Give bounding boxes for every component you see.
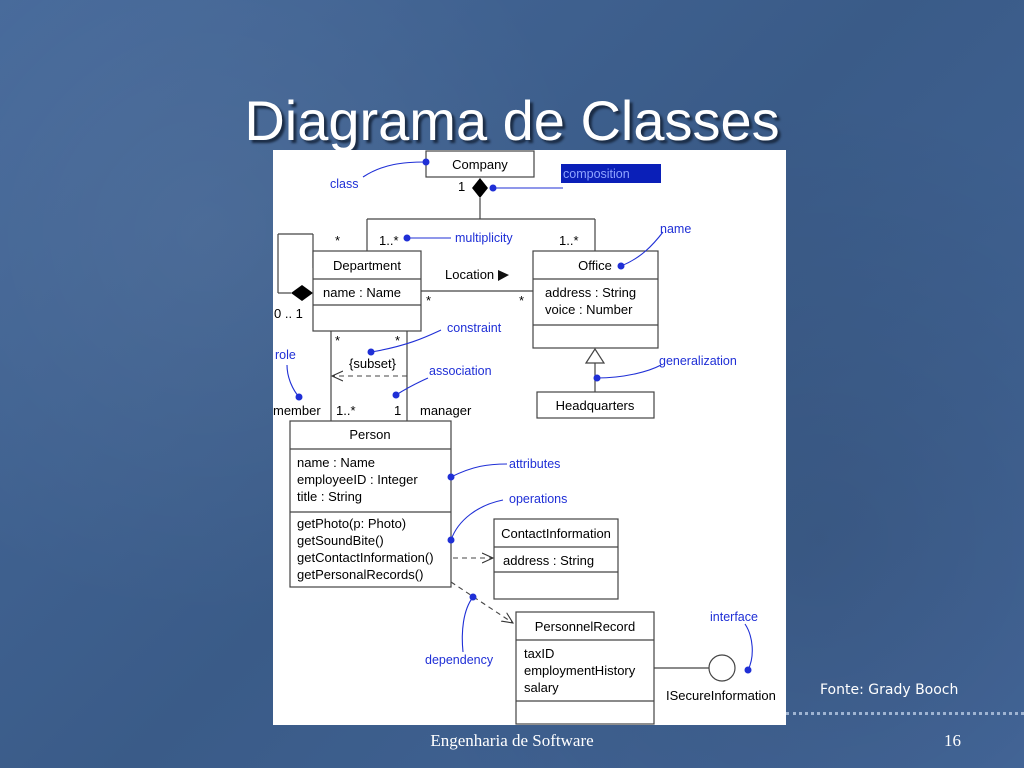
footer-course-name: Engenharia de Software <box>430 731 594 750</box>
note-association: association <box>429 364 492 378</box>
class-headquarters-name: Headquarters <box>556 398 635 413</box>
composition-note-highlight <box>561 164 661 183</box>
class-person-attribute: title : String <box>297 489 362 504</box>
multiplicity-company-one: 1 <box>458 179 465 194</box>
class-company-name: Company <box>452 157 508 172</box>
uml-class-diagram: Company Department name : Name Office ad… <box>273 150 786 725</box>
class-person-operation: getPhoto(p: Photo) <box>297 516 406 531</box>
note-multiplicity: multiplicity <box>455 231 513 245</box>
note-class: class <box>330 177 358 191</box>
note-constraint: constraint <box>447 321 502 335</box>
multiplicity-person-manager: 1 <box>394 403 401 418</box>
multiplicity-office-location: * <box>519 293 524 308</box>
class-person-operation: getSoundBite() <box>297 533 384 548</box>
class-person-attribute: employeeID : Integer <box>297 472 418 487</box>
class-person-name: Person <box>349 427 390 442</box>
role-label-member: member <box>273 403 321 418</box>
class-person-operation: getContactInformation() <box>297 550 434 565</box>
class-person: Person name : Name employeeID : Integer … <box>289 420 452 588</box>
footer-divider <box>786 712 1024 715</box>
constraint-subset: {subset} <box>349 356 397 371</box>
interface-name: ISecureInformation <box>666 688 776 703</box>
class-contact-information-attribute: address : String <box>503 553 594 568</box>
multiplicity-dept-self-many: * <box>335 233 340 248</box>
note-attributes: attributes <box>509 457 560 471</box>
note-composition: composition <box>563 167 630 181</box>
note-name: name <box>660 222 691 236</box>
class-department: Department name : Name <box>312 250 422 332</box>
class-company: Company <box>425 150 535 178</box>
multiplicity-person-member: 1..* <box>336 403 356 418</box>
note-operations: operations <box>509 492 567 506</box>
generalization-triangle-icon <box>584 347 606 364</box>
class-headquarters: Headquarters <box>536 391 655 419</box>
class-contact-information-name: ContactInformation <box>501 526 611 541</box>
multiplicity-dept-manager: * <box>395 333 400 348</box>
composition-diamond-department <box>291 285 313 301</box>
multiplicity-dept-member: * <box>335 333 340 348</box>
class-department-name: Department <box>333 258 401 273</box>
multiplicity-dept-location: * <box>426 293 431 308</box>
class-personnel-record-attribute: employmentHistory <box>524 663 636 678</box>
note-dependency: dependency <box>425 653 494 667</box>
class-personnel-record-attribute: salary <box>524 680 559 695</box>
note-generalization: generalization <box>659 354 737 368</box>
class-personnel-record-name: PersonnelRecord <box>535 619 635 634</box>
source-credit: Fonte: Grady Booch <box>820 682 959 698</box>
location-direction-icon <box>498 270 509 281</box>
role-label-manager: manager <box>420 403 472 418</box>
page-number: 16 <box>944 731 961 750</box>
class-person-operation: getPersonalRecords() <box>297 567 423 582</box>
interface-lollipop-icon <box>708 654 736 682</box>
annotation-callout-dots <box>295 158 752 674</box>
class-contact-information: ContactInformation address : String <box>493 518 619 600</box>
class-personnel-record-attribute: taxID <box>524 646 554 661</box>
class-department-attribute: name : Name <box>323 285 401 300</box>
association-lines <box>277 198 709 669</box>
dashed-lines <box>332 376 513 623</box>
class-office: Office address : String voice : Number <box>532 250 659 349</box>
note-role: role <box>275 348 296 362</box>
note-interface: interface <box>710 610 758 624</box>
class-personnel-record: PersonnelRecord taxID employmentHistory … <box>515 611 655 725</box>
slide-title: Diagrama de Classes <box>244 89 780 152</box>
annotation-notes: class composition multiplicity name cons… <box>275 167 758 667</box>
association-label-location: Location <box>445 267 494 282</box>
class-office-attribute: address : String <box>545 285 636 300</box>
class-office-name: Office <box>578 258 612 273</box>
multiplicity-labels: 1 1..* 1..* * 0 .. 1 * * * * 1..* 1 Loca… <box>273 179 579 418</box>
multiplicity-company-office: 1..* <box>559 233 579 248</box>
multiplicity-dept-self-zero-one: 0 .. 1 <box>274 306 303 321</box>
multiplicity-company-dept: 1..* <box>379 233 399 248</box>
composition-diamond-company <box>472 178 488 198</box>
class-person-attribute: name : Name <box>297 455 375 470</box>
class-office-attribute: voice : Number <box>545 302 633 317</box>
